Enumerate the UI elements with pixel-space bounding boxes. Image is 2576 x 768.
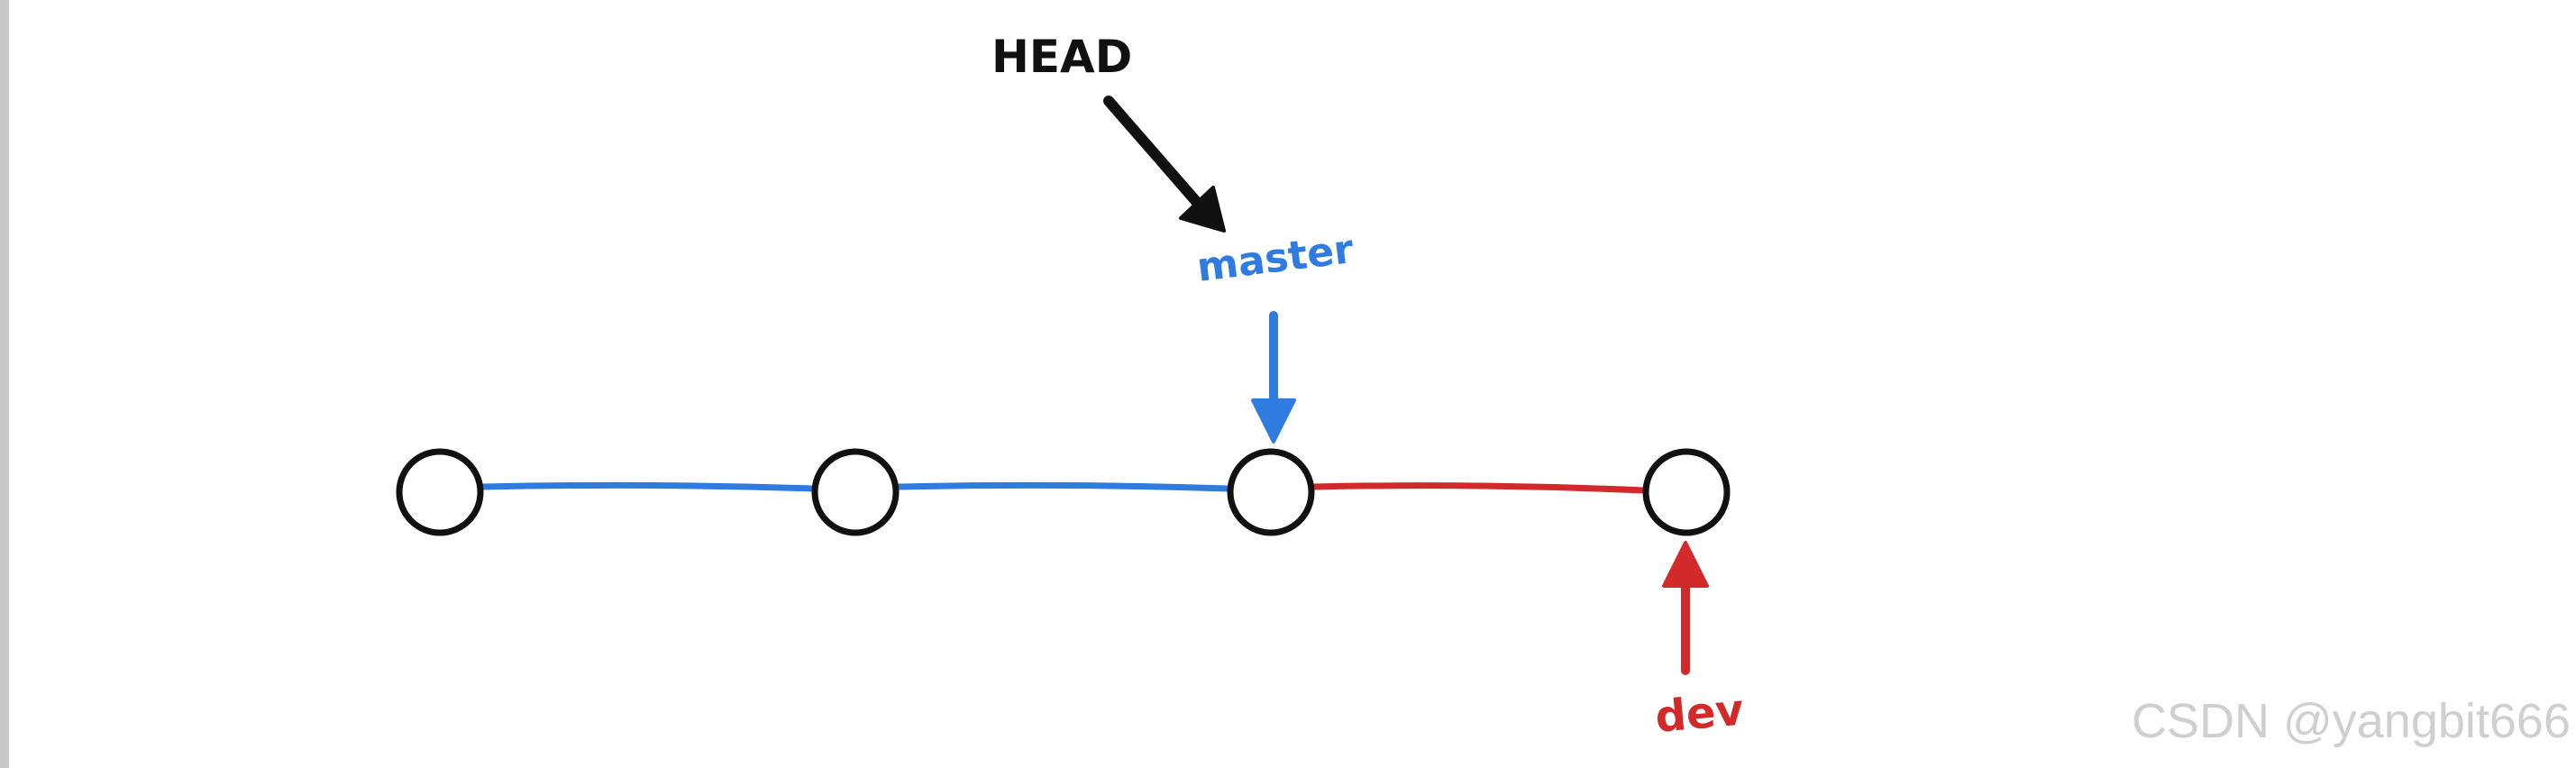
dev-link [1311,482,1648,494]
head-arrow-icon [1179,186,1226,233]
left-border [0,0,9,768]
master-label: master [1194,226,1357,291]
head-label: HEAD [991,31,1132,83]
master-link-2 [895,481,1231,492]
head-arrow-shaft [1103,96,1211,218]
commit-node-4 [1642,448,1731,536]
commit-list [396,448,1731,536]
commit-node-1 [396,448,484,536]
watermark-text: CSDN @yangbit666 [2132,694,2571,748]
master-link-1 [480,481,815,492]
dev-label: dev [1653,685,1746,743]
master-arrow-icon [1251,398,1296,443]
commit-node-3 [1227,448,1315,536]
commit-node-2 [811,448,900,536]
